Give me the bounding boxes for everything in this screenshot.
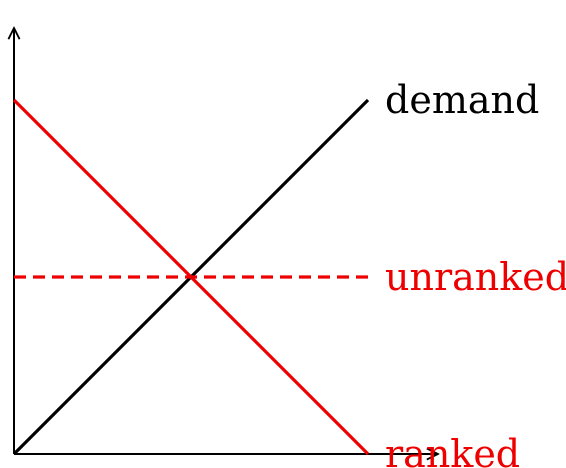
series-lines — [12, 98, 370, 456]
demand-label: demand — [385, 78, 539, 122]
ranked-line — [12, 98, 370, 456]
ranked-label: ranked — [385, 432, 520, 468]
unranked-label: unranked — [385, 255, 566, 299]
